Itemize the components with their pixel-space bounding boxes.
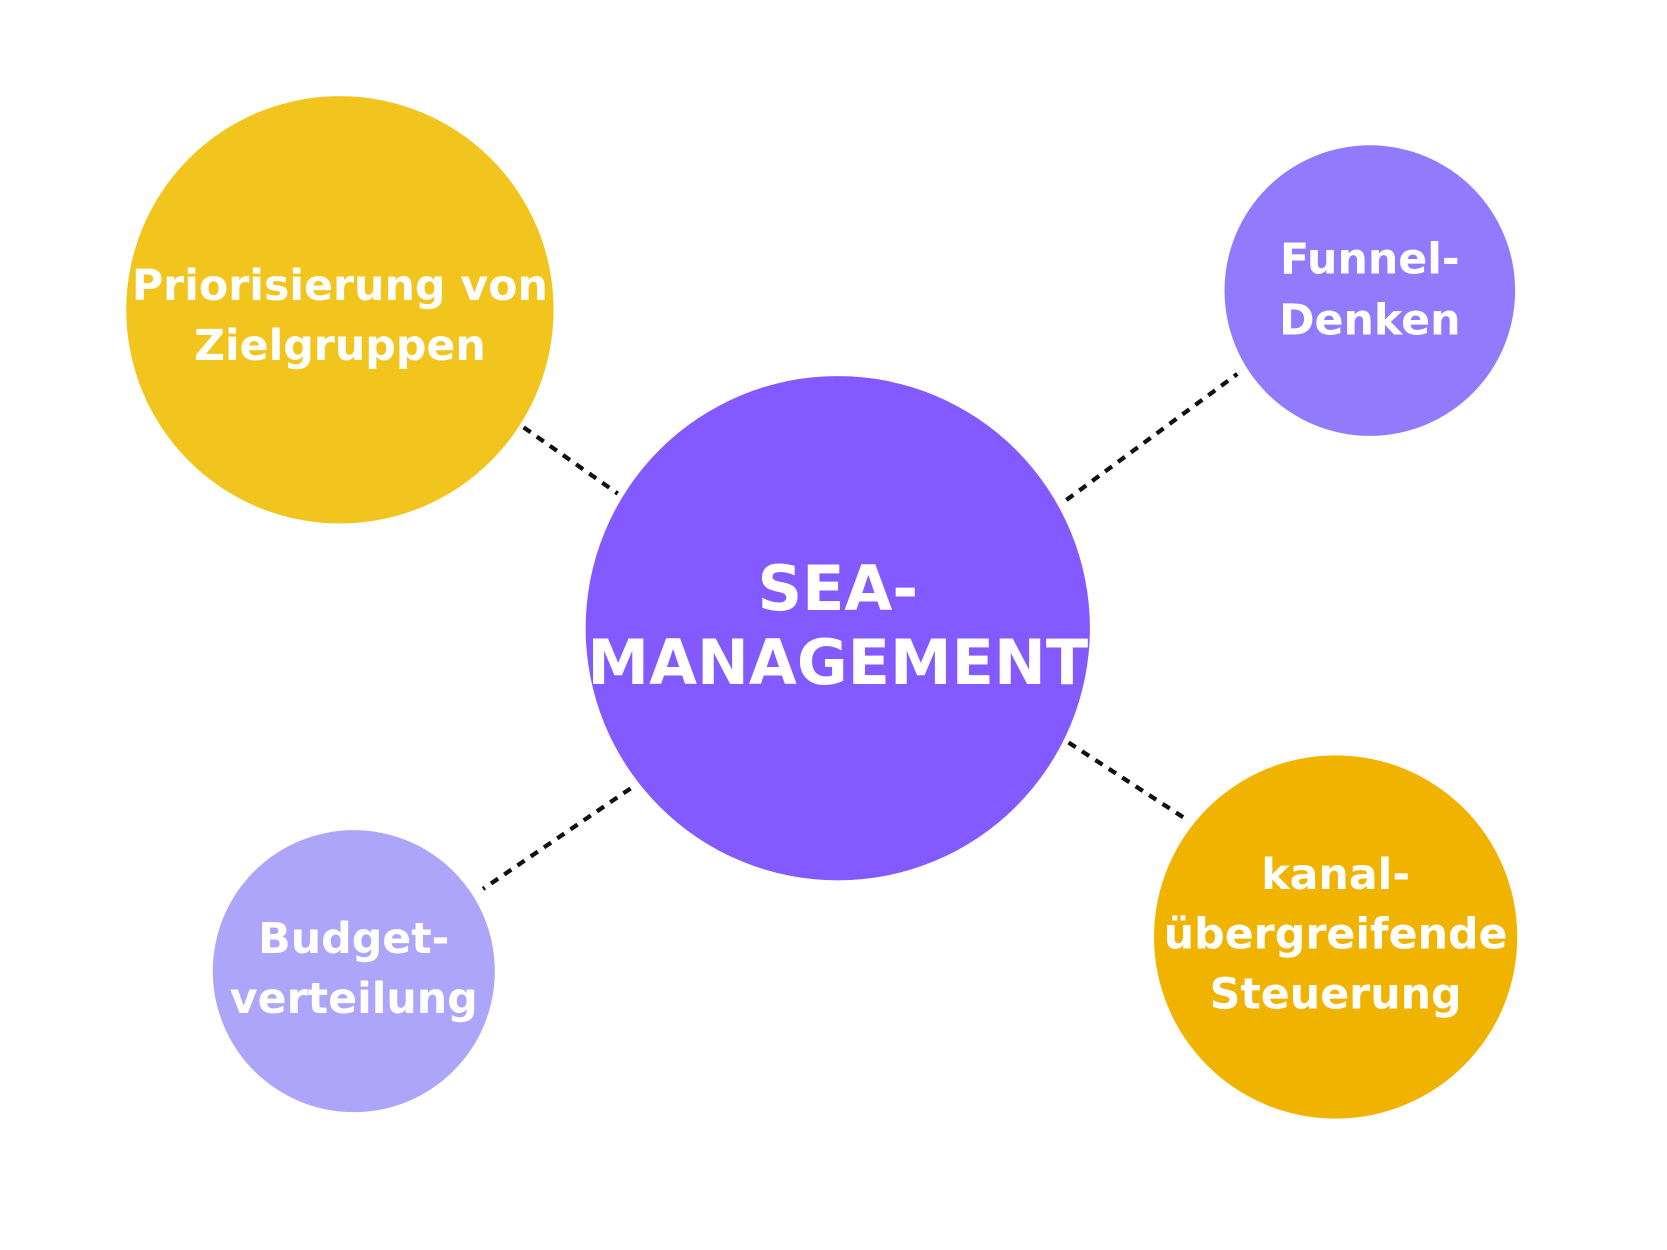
- node-kanal: kanal- übergreifende Steuerung: [1154, 755, 1518, 1119]
- node-label-line: verteilung: [230, 974, 478, 1024]
- center-label-line: MANAGEMENT: [587, 626, 1088, 699]
- connector-funnel: [1065, 372, 1239, 502]
- node-funnel: Funnel- Denken: [1224, 145, 1516, 436]
- node-label-line: Priorisierung von: [132, 261, 548, 311]
- center-label-line: SEA-: [757, 552, 918, 625]
- node-label-line: übergreifende: [1164, 910, 1508, 960]
- node-circle: [1154, 755, 1518, 1119]
- node-label-line: Funnel-: [1280, 235, 1460, 285]
- connector-zielgruppen: [522, 425, 619, 496]
- node-label-line: kanal-: [1261, 850, 1410, 900]
- node-budget: Budget- verteilung: [212, 830, 495, 1113]
- node-zielgruppen: Priorisierung von Zielgruppen: [126, 96, 554, 524]
- node-circle: [126, 96, 554, 524]
- connector-budget: [481, 786, 632, 891]
- node-label-line: Denken: [1279, 295, 1461, 345]
- node-label-line: Budget-: [258, 914, 449, 964]
- node-circle: [212, 830, 495, 1113]
- node-label-line: Steuerung: [1210, 970, 1462, 1020]
- node-center: SEA- MANAGEMENT: [585, 376, 1090, 881]
- center-circle: [585, 376, 1090, 881]
- node-label-line: Zielgruppen: [194, 321, 486, 371]
- connector-kanal: [1067, 740, 1190, 823]
- node-circle: [1224, 145, 1516, 436]
